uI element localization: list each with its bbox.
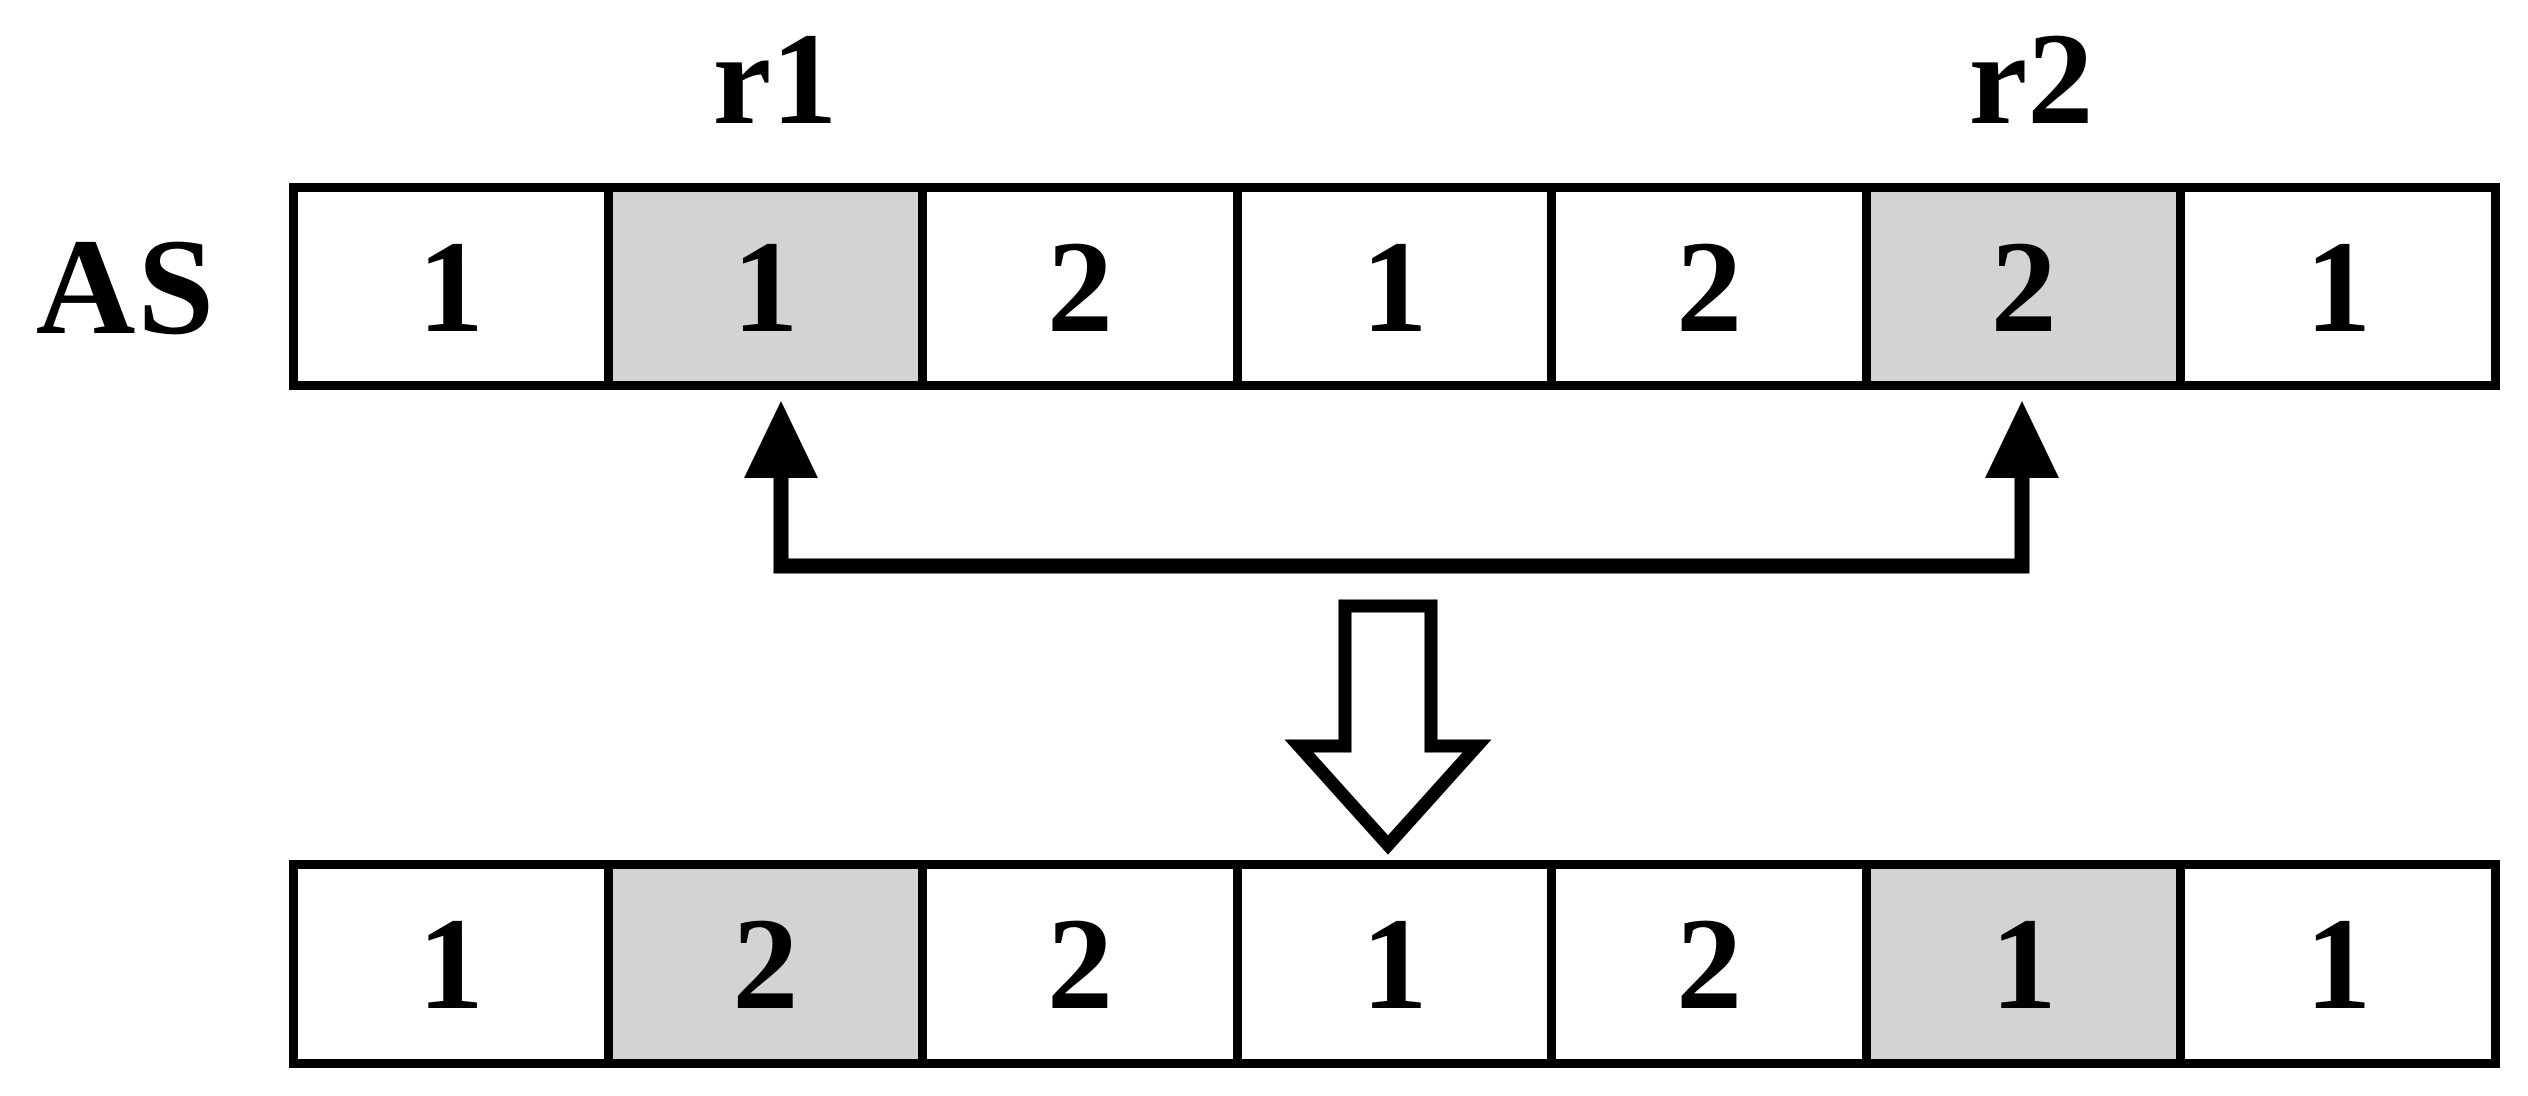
top-row-cell-1: 1 (298, 192, 604, 381)
top-row-cell-5: 2 (1547, 192, 1862, 381)
bottom-row-cell-6: 1 (1861, 869, 2177, 1059)
bottom-row-cell-3: 2 (918, 869, 1233, 1059)
bottom-row-cell-5: 2 (1547, 869, 1862, 1059)
top-row-cell-4: 1 (1232, 192, 1548, 381)
bottom-row-cell-7: 1 (2176, 869, 2492, 1059)
up-arrowhead-left-icon (744, 401, 818, 478)
bottom-row: 1 2 2 1 2 1 1 (289, 860, 2500, 1068)
pointer-label-r2: r2 (1968, 5, 2094, 152)
top-row-cell-6: 2 (1861, 192, 2177, 381)
top-row-cell-3: 2 (918, 192, 1233, 381)
transform-down-arrow-icon (1284, 599, 1492, 855)
top-row: 1 1 2 1 2 2 1 (289, 183, 2500, 390)
pointer-label-r1: r1 (712, 5, 838, 152)
swap-bracket-line (773, 470, 2030, 574)
bottom-row-cell-4: 1 (1232, 869, 1548, 1059)
top-row-cell-2: 1 (603, 192, 919, 381)
bottom-row-cell-1: 1 (298, 869, 604, 1059)
solution-label: AS (35, 210, 217, 363)
bottom-row-cell-2: 2 (603, 869, 919, 1059)
top-row-cell-7: 1 (2176, 192, 2492, 381)
up-arrowhead-right-icon (1985, 401, 2059, 478)
